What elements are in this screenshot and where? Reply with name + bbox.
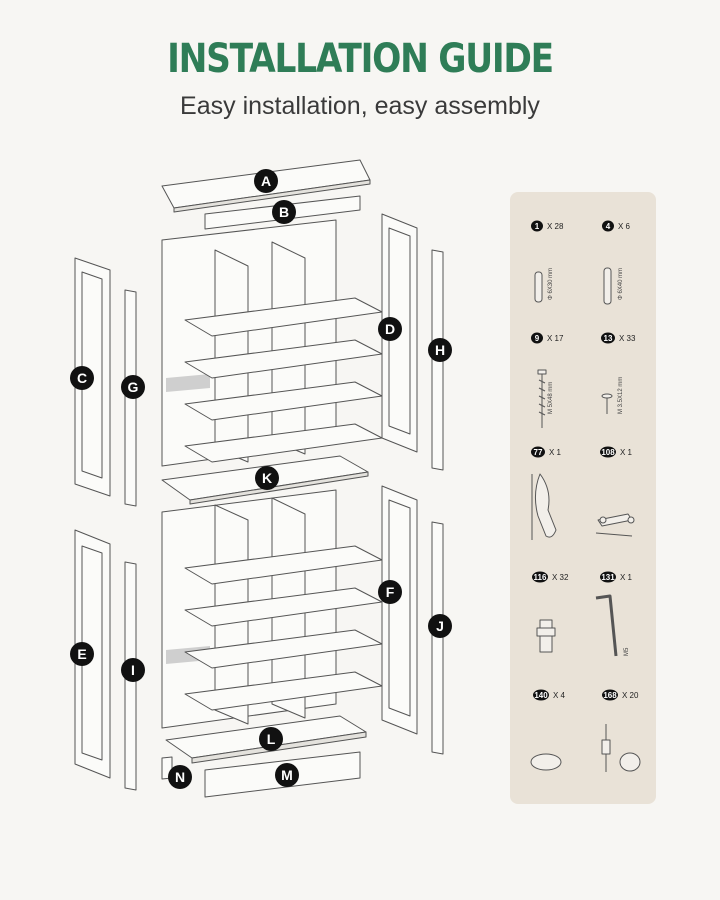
part-label-j: J — [428, 614, 452, 638]
part-label-a: A — [254, 169, 278, 193]
lower-shelves — [184, 545, 383, 711]
svg-text:I: I — [131, 662, 135, 678]
svg-text:C: C — [77, 370, 87, 386]
svg-text:D: D — [385, 321, 395, 337]
svg-text:G: G — [128, 379, 139, 395]
hex-key-131-icon — [595, 594, 618, 657]
screwdriver-77-icon — [531, 473, 557, 540]
part-label-k: K — [255, 466, 279, 490]
svg-text:4: 4 — [606, 222, 611, 231]
svg-text:X 17: X 17 — [547, 334, 564, 343]
screw-13-icon — [601, 393, 613, 414]
part-label-l: L — [259, 727, 283, 751]
part-label-m: M — [275, 763, 299, 787]
svg-text:L: L — [267, 731, 276, 747]
part-label-f: F — [378, 580, 402, 604]
hardware-item-116: 116 X 32 — [532, 571, 569, 583]
svg-text:A: A — [261, 173, 271, 189]
svg-text:F: F — [386, 584, 395, 600]
dowel-4-icon — [603, 267, 612, 305]
svg-text:X 28: X 28 — [547, 222, 564, 231]
svg-text:X 20: X 20 — [622, 691, 639, 700]
svg-text:140: 140 — [534, 691, 548, 700]
svg-text:M 5X48 mm: M 5X48 mm — [548, 382, 554, 414]
hardware-item-140: 140 X 4 — [533, 689, 566, 701]
hardware-item-4: 4 X 6 Φ 6X40 mm — [602, 220, 631, 300]
svg-text:M 3.5X12 mm: M 3.5X12 mm — [618, 377, 624, 414]
cam-bolt-116-icon — [536, 619, 556, 653]
part-label-d: D — [378, 317, 402, 341]
part-label-h: H — [428, 338, 452, 362]
svg-text:168: 168 — [603, 691, 617, 700]
svg-text:N: N — [175, 769, 185, 785]
svg-text:Φ 6X40 mm: Φ 6X40 mm — [618, 268, 624, 300]
svg-text:X 6: X 6 — [618, 222, 631, 231]
svg-text:13: 13 — [604, 334, 613, 343]
svg-text:X 1: X 1 — [549, 448, 562, 457]
page-title: INSTALLATION GUIDE — [167, 36, 554, 82]
part-label-c: C — [70, 366, 94, 390]
svg-text:M5: M5 — [624, 647, 630, 656]
svg-text:Φ 6X30 mm: Φ 6X30 mm — [548, 268, 554, 300]
svg-text:H: H — [435, 342, 445, 358]
part-label-n: N — [168, 765, 192, 789]
part-j-strip — [431, 521, 444, 755]
hardware-item-77: 77 X 1 — [531, 446, 562, 458]
fittings-108-icon — [595, 513, 635, 537]
svg-text:77: 77 — [534, 448, 543, 457]
svg-text:E: E — [77, 646, 86, 662]
screw-9-icon — [537, 369, 547, 428]
part-badges: AB C D E F G H I J K L M N — [70, 169, 452, 789]
svg-text:X 1: X 1 — [620, 448, 633, 457]
hardware-panel — [510, 192, 656, 804]
cam-lock-168-icon — [601, 724, 641, 772]
hardware-item-13: 13 X 33 M 3.5X12 mm — [601, 332, 636, 414]
svg-text:X 4: X 4 — [553, 691, 566, 700]
svg-text:X 32: X 32 — [552, 573, 569, 582]
svg-text:116: 116 — [534, 573, 547, 582]
svg-text:108: 108 — [601, 448, 615, 457]
part-label-b: B — [272, 200, 296, 224]
hardware-item-9: 9 X 17 M 5X48 mm — [531, 332, 564, 414]
svg-text:131: 131 — [601, 573, 615, 582]
hardware-item-1: 1 X 28 Φ 6X30 mm — [531, 220, 564, 300]
svg-text:1: 1 — [535, 222, 540, 231]
svg-text:M: M — [281, 767, 293, 783]
svg-text:K: K — [262, 470, 272, 486]
hardware-item-168: 168 X 20 — [602, 689, 639, 701]
hardware-item-131: 131 X 1 M5 — [600, 571, 633, 656]
hardware-item-108: 108 X 1 — [600, 446, 633, 458]
upper-shelves — [184, 297, 383, 463]
part-label-e: E — [70, 642, 94, 666]
svg-text:9: 9 — [535, 334, 540, 343]
part-f-right-door — [381, 485, 418, 735]
svg-text:J: J — [436, 618, 444, 634]
svg-text:B: B — [279, 204, 289, 220]
part-label-i: I — [121, 658, 145, 682]
svg-text:X 1: X 1 — [620, 573, 633, 582]
part-label-g: G — [121, 375, 145, 399]
page-subtitle: Easy installation, easy assembly — [180, 92, 540, 120]
felt-pad-140-icon — [530, 753, 562, 771]
dowel-1-icon — [534, 271, 543, 303]
svg-text:X 33: X 33 — [619, 334, 636, 343]
